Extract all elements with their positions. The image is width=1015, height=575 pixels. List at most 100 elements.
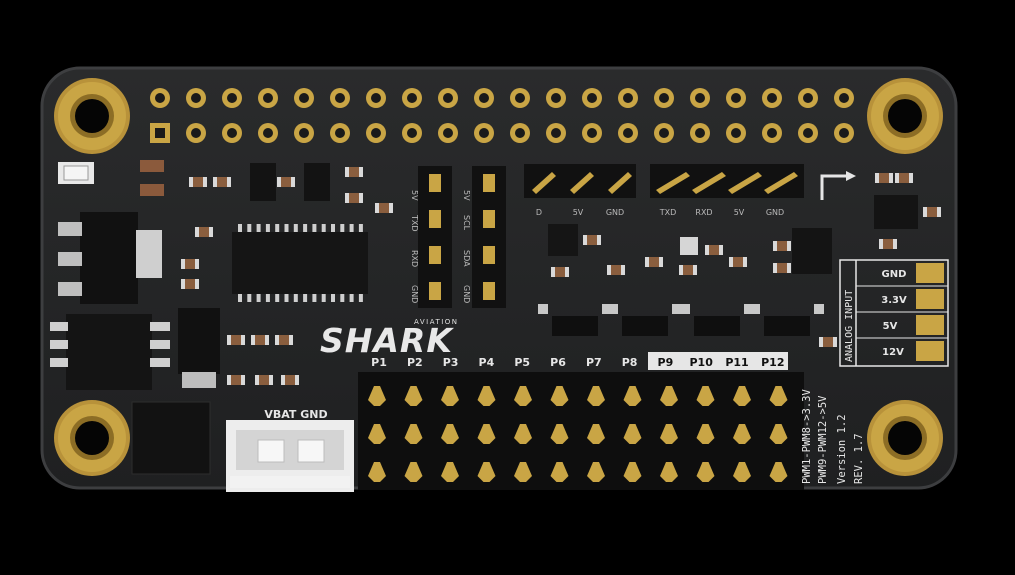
gpio-hole — [731, 128, 741, 138]
gpio-hole — [335, 93, 345, 103]
servo-pin — [550, 462, 569, 482]
servo-pin — [441, 386, 459, 406]
gpio-hole — [695, 128, 705, 138]
adc-ic — [792, 228, 832, 274]
header-pin — [532, 172, 556, 194]
gpio-hole — [515, 128, 525, 138]
ic-pin — [321, 224, 326, 232]
mounting-hole-top-left — [54, 78, 130, 154]
gpio-hole — [479, 93, 489, 103]
gpio-hole — [155, 93, 165, 103]
gpio-hole — [227, 128, 237, 138]
servo-label: P4 — [479, 356, 495, 369]
smd-capacitor — [679, 265, 697, 275]
ic-pin — [340, 294, 345, 302]
gpio-hole — [263, 93, 273, 103]
mosfet-pad — [608, 304, 618, 314]
smd-capacitor — [583, 235, 601, 245]
gpio-hole — [263, 128, 273, 138]
servo-pin — [550, 386, 569, 406]
header-d-5v: 5V — [734, 208, 745, 217]
header-b-5v: 5V — [462, 190, 471, 201]
gpio-hole — [335, 128, 345, 138]
servo-pin — [660, 462, 678, 482]
header-pin — [728, 172, 762, 194]
mosfet-pad — [680, 304, 690, 314]
servo-pin — [733, 462, 751, 482]
revision-label: REV. 1.7 — [853, 433, 865, 484]
header-pin — [656, 172, 690, 194]
regulator-ic-2 — [304, 163, 330, 201]
servo-pin — [733, 386, 751, 406]
gpio-hole — [803, 128, 813, 138]
servo-pin — [441, 462, 459, 482]
gpio-hole — [191, 128, 201, 138]
gpio-hole — [515, 93, 525, 103]
header-pin — [692, 172, 726, 194]
servo-label: P10 — [690, 356, 714, 369]
servo-label: P3 — [443, 356, 459, 369]
servo-pin — [769, 386, 788, 406]
header-d-rxd: RXD — [695, 208, 712, 217]
servo-pins — [368, 386, 788, 482]
header-b-sda: SDA — [462, 250, 471, 267]
logo-sub: AVIATION — [414, 318, 459, 326]
servo-pin — [587, 424, 605, 444]
smd-capacitor — [181, 259, 199, 269]
ic-pin — [358, 224, 363, 232]
battery-connector — [226, 420, 354, 492]
analog-label-12v: 12V — [882, 347, 904, 358]
gpio-hole — [443, 128, 453, 138]
header-a-gnd: GND — [410, 285, 419, 303]
gpio-hole — [659, 93, 669, 103]
servo-pin — [404, 462, 423, 482]
servo-label: P8 — [622, 356, 638, 369]
arrow-icon — [820, 174, 850, 200]
servo-label: P7 — [586, 356, 602, 369]
gpio-hole — [659, 128, 669, 138]
servo-pin — [477, 386, 496, 406]
header-pin — [429, 174, 441, 192]
servo-pin — [368, 462, 386, 482]
servo-pin — [404, 424, 423, 444]
mosfet — [622, 316, 668, 336]
gpio-hole — [479, 128, 489, 138]
ic-pin — [238, 294, 242, 302]
ic-pin — [331, 294, 335, 302]
gpio-hole — [731, 93, 741, 103]
header-a-rxd: RXD — [410, 250, 419, 267]
header-a-txd: TXD — [410, 214, 419, 232]
smd-capacitor — [645, 257, 663, 267]
ic-pin — [331, 224, 335, 232]
servo-pin — [696, 462, 715, 482]
shark-aviation-logo: SHARK AVIATION — [320, 318, 459, 360]
mosfet-pad — [814, 304, 824, 314]
pwm1-8-voltage: PWM1-PWM8->3.3V — [801, 388, 813, 484]
vertical-pin-headers — [418, 166, 506, 308]
label-highlight — [648, 352, 788, 370]
gpio-hole — [371, 128, 381, 138]
mounting-hole-bottom-left — [54, 400, 130, 476]
ic-pin — [321, 294, 326, 302]
gpio-hole — [695, 93, 705, 103]
analog-pad-12v — [916, 341, 944, 361]
gpio-hole — [407, 93, 417, 103]
servo-pin — [477, 424, 496, 444]
servo-pin — [441, 424, 459, 444]
ic-pin — [275, 294, 280, 302]
servo-pin — [587, 462, 605, 482]
ic-pin — [284, 294, 289, 302]
header-pin — [429, 210, 441, 228]
servo-label: P9 — [658, 356, 674, 369]
mosfet-pad — [744, 304, 754, 314]
servo-label: P6 — [550, 356, 566, 369]
servo-pin — [769, 462, 788, 482]
smd-capacitor — [551, 267, 569, 277]
servo-pin — [514, 386, 532, 406]
mosfet — [694, 316, 740, 336]
ic-pin — [312, 224, 317, 232]
servo-pin — [587, 386, 605, 406]
servo-pin — [696, 424, 715, 444]
ic-pin — [340, 224, 345, 232]
